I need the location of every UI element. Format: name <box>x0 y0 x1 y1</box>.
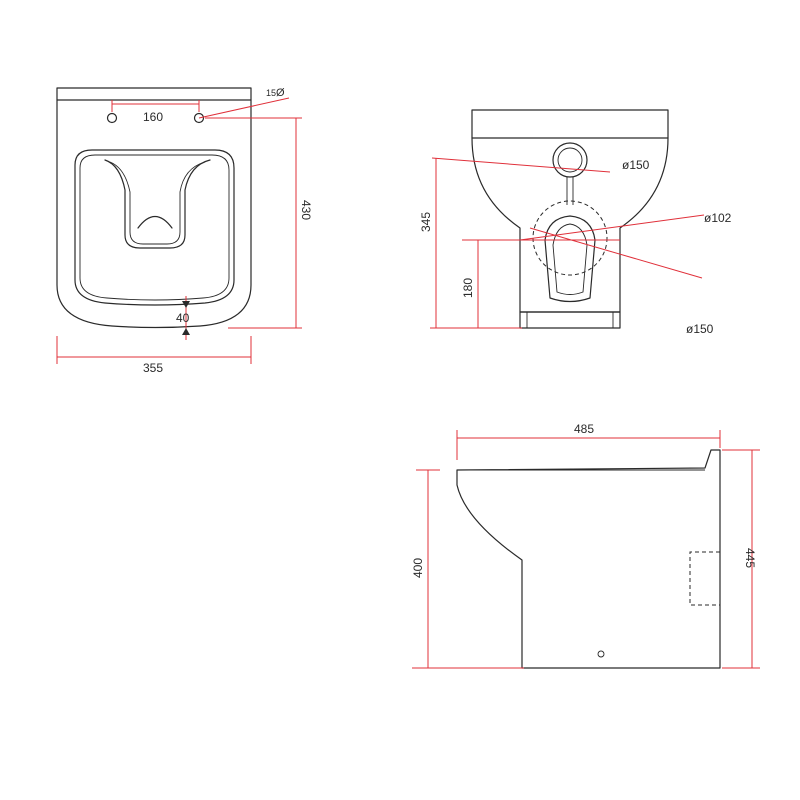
plan-bowl-opening-inner <box>109 161 206 245</box>
plan-bowl-outline <box>56 99 252 329</box>
plan-seat-inner <box>79 154 230 301</box>
front-top-block <box>471 109 669 139</box>
dim-front-150-bottom-label: ø150 <box>686 322 714 336</box>
plan-fixing-hole-right <box>193 112 205 124</box>
front-base <box>519 311 621 329</box>
dim-355-label: 355 <box>143 361 163 375</box>
dim-160-label: 160 <box>143 110 163 124</box>
dim-400-label: 400 <box>411 558 425 578</box>
dim-front-102-leader <box>519 214 705 241</box>
dim-180-label: 180 <box>461 278 475 298</box>
side-body-outline <box>456 449 721 669</box>
front-outlet-inner <box>552 223 588 295</box>
dim-40-arrow-down <box>182 301 190 308</box>
plan-trap <box>137 215 173 229</box>
side-outlet-dashed <box>689 551 720 606</box>
dim-345-label: 345 <box>419 212 433 232</box>
dim-40-arrow-up <box>182 328 190 335</box>
dim-485-label: 485 <box>574 422 594 436</box>
front-waste-dashed <box>532 200 608 276</box>
dim-40-label: 40 <box>176 311 190 325</box>
plan-bowl-opening <box>104 159 211 249</box>
front-view: ø150 ø102 ø150 345 180 <box>419 109 732 336</box>
dim-front-150-top-leader <box>431 157 611 173</box>
side-fixing-hole <box>597 650 605 658</box>
side-view: 485 400 445 <box>411 422 760 669</box>
front-inlet-ring <box>552 142 588 178</box>
plan-seat-outline <box>74 149 235 306</box>
plan-top-strip <box>56 87 252 101</box>
dim-front-150-top-label: ø150 <box>622 158 650 172</box>
dim-front-150-bottom-leader <box>529 227 703 279</box>
front-outlet <box>544 215 596 303</box>
dim-430-label: 430 <box>299 200 313 220</box>
dim-445-label: 445 <box>743 548 757 568</box>
plan-view: 160 15Ø 430 40 355 <box>56 87 313 375</box>
dim-15-leader <box>198 97 290 119</box>
dim-front-102-label: ø102 <box>704 211 732 225</box>
front-inlet-inner <box>557 147 583 173</box>
plan-fixing-hole-left <box>106 112 118 124</box>
dim-15-label: 15Ø <box>266 87 285 99</box>
